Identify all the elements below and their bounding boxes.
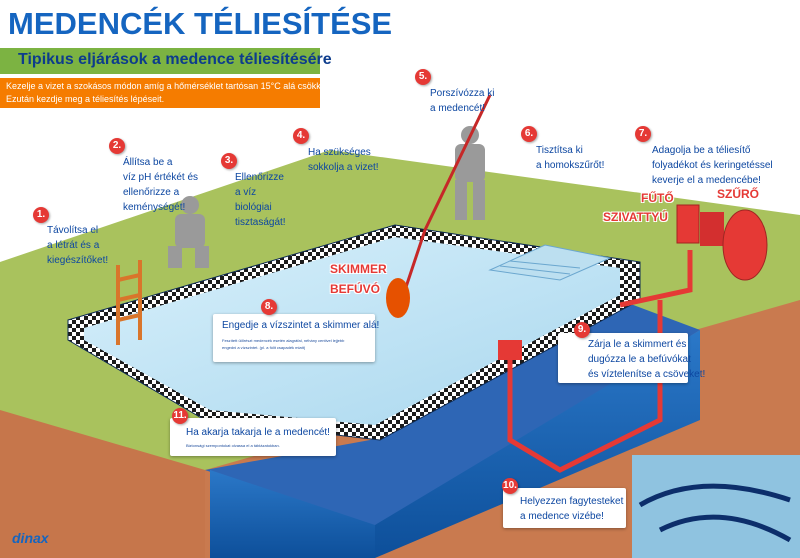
- skimmer-box: [498, 340, 522, 360]
- step-1-badge: 1.: [33, 207, 49, 223]
- vacuum-head: [386, 278, 410, 318]
- step-8-label: Engedje a vízszintet a skimmer alá!: [222, 320, 380, 331]
- szivattyu-tag: SZIVATTYÚ: [603, 210, 668, 224]
- step-11-badge: 11.: [172, 408, 188, 424]
- intro-line-2: Ezután kezdje meg a téliesítés lépéseit.: [6, 94, 165, 104]
- step-8-badge: 8.: [261, 299, 277, 315]
- step-4-label: Ha szükséges sokkolja a vizet!: [308, 147, 379, 173]
- intro-bar: [0, 78, 320, 108]
- step-9-badge: 9.: [574, 322, 590, 338]
- soil-front: [0, 410, 205, 558]
- pipe-top: [619, 250, 693, 308]
- step-10-badge: 10.: [502, 478, 518, 494]
- step-3-label: Ellenőrizze a víz biológiai tisztaságát!: [235, 172, 286, 228]
- cover-inset-photo: [632, 455, 800, 558]
- step-11-label: Ha akarja takarja le a medencét!: [186, 427, 330, 438]
- step-9-callout: [558, 333, 688, 383]
- heater: [676, 204, 700, 244]
- step-10-callout: [503, 488, 626, 528]
- step-3-badge: 3.: [221, 153, 237, 169]
- step-2-label: Állítsa be a víz pH értékét és ellenőriz…: [123, 157, 199, 213]
- step-7-badge: 7.: [635, 126, 651, 142]
- pump: [700, 212, 724, 246]
- befuvo-tag: BEFÚVÓ: [330, 282, 381, 296]
- pool-tile-wall: [210, 470, 375, 558]
- step-2-badge: 2.: [109, 138, 125, 154]
- pool-steps: [488, 244, 612, 281]
- step-1-label: Távolítsa el a létrát és a kiegészítőket…: [47, 225, 109, 266]
- step-5-label: Porszívózza ki a medencét!: [430, 88, 495, 114]
- step-8-callout: [213, 314, 375, 362]
- step-7-label: Adagolja be a téliesítő folyadékot és ke…: [652, 145, 773, 186]
- szuro-tag: SZŰRŐ: [717, 187, 759, 201]
- page-subtitle: Tipikus eljárások a medence téliesítésér…: [18, 51, 332, 68]
- step-11-callout: [170, 418, 336, 456]
- step-10-label: Helyezzen fagytesteket a medence vizébe!: [520, 496, 624, 522]
- pool-ladder: [116, 260, 142, 345]
- step-6-label: Tisztítsa ki a homokszűrőt!: [536, 145, 605, 171]
- skimmer-tag: SKIMMER: [330, 262, 387, 276]
- subtitle-bar: [0, 48, 320, 74]
- step-8-note-2: engedni a vízszintet. (pl. a fólit csapa…: [222, 345, 306, 350]
- step-11-note: Biztonsági szempontokat olvassa el a táb…: [186, 443, 280, 448]
- brand-logo: dinax: [12, 530, 49, 546]
- filter-tank: [722, 209, 768, 281]
- vacuum-hose: [403, 94, 492, 291]
- futo-tag: FŰTŐ: [641, 191, 674, 205]
- pool-tile-wall-right: [375, 330, 700, 558]
- step-9-label: Zárja le a skimmert és dugózza le a befú…: [588, 339, 706, 380]
- step-4-badge: 4.: [293, 128, 309, 144]
- step-5-badge: 5.: [415, 69, 431, 85]
- step-6-badge: 6.: [521, 126, 537, 142]
- page-title: MEDENCÉK TÉLIESÍTÉSE: [8, 6, 393, 41]
- person-testing-water: [168, 196, 209, 268]
- intro-line-1: Kezelje a vizet a szokásos módon amíg a …: [6, 81, 334, 91]
- step-8-note-1: Feszített ülőrészt medencék esetén alagr…: [222, 338, 345, 343]
